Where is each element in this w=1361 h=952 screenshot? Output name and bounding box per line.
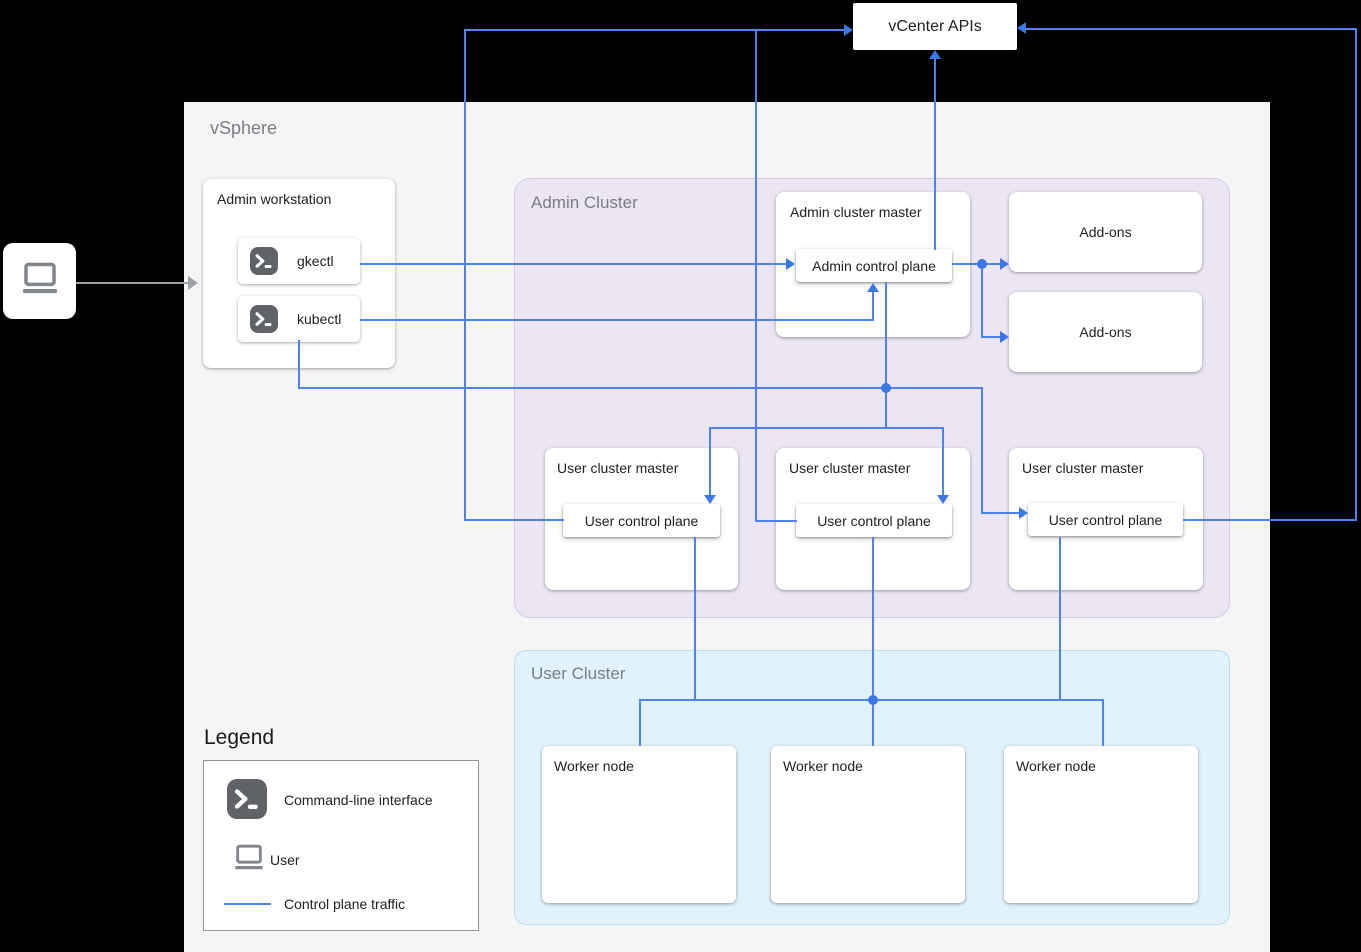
user-control-plane-label: User control plane xyxy=(1048,511,1163,528)
arrow-into-admin-control-plane xyxy=(786,258,795,270)
gkectl-label: gkectl xyxy=(297,253,334,269)
user-control-plane-label: User control plane xyxy=(584,512,699,529)
line-loop-vertical-2 xyxy=(755,29,757,521)
admin-control-plane-box: Admin control plane xyxy=(796,249,952,282)
addons-box-2: Add-ons xyxy=(1009,292,1202,372)
arrow-into-addons-2 xyxy=(1000,331,1009,343)
line-left-loop-vertical xyxy=(464,29,466,521)
line-gkectl xyxy=(360,263,788,265)
user-cluster-master-label: User cluster master xyxy=(789,460,911,476)
laptop-icon xyxy=(19,261,61,301)
addons-label: Add-ons xyxy=(1079,324,1132,340)
admin-control-plane-label: Admin control plane xyxy=(812,257,936,274)
line-down-to-ucp3 xyxy=(981,387,983,514)
arrow-user-to-workstation xyxy=(188,276,198,290)
arrow-into-ucp2 xyxy=(937,495,949,504)
vsphere-label: vSphere xyxy=(210,118,278,138)
arrow-into-ucp3 xyxy=(1019,507,1028,519)
terminal-icon xyxy=(250,247,278,275)
line-ucp2-down xyxy=(872,537,874,746)
user-cluster-label: User Cluster xyxy=(531,664,626,683)
addons-label: Add-ons xyxy=(1079,224,1132,240)
worker-node-label: Worker node xyxy=(783,758,863,774)
worker-node-box-3 xyxy=(1004,746,1198,903)
line-to-addons-2 xyxy=(981,336,1001,338)
user-control-plane-box-1: User control plane xyxy=(563,504,720,537)
line-kubectl xyxy=(360,319,874,321)
line-kubectl-up xyxy=(872,291,874,321)
kubectl-label: kubectl xyxy=(297,311,342,327)
addons-junction-dot xyxy=(977,259,987,269)
line-top-right-horizontal xyxy=(1026,28,1357,30)
legend-box: Command-line interface User Control plan… xyxy=(203,760,479,931)
admin-workstation-label: Admin workstation xyxy=(217,191,332,207)
vcenter-apis-box: vCenter APIs xyxy=(853,3,1017,50)
worker-node-box-1 xyxy=(542,746,736,903)
user-box xyxy=(3,243,76,319)
line-down-to-ucp1 xyxy=(709,427,711,495)
line-to-worker-1 xyxy=(639,699,641,746)
arrow-into-vcenter-bottom xyxy=(929,50,941,59)
legend-item-cli-label: Command-line interface xyxy=(284,792,433,808)
arrow-into-vcenter-right xyxy=(1017,22,1026,34)
junction-dot xyxy=(881,383,891,393)
line-ucp1-down xyxy=(694,537,696,701)
addons-box-1: Add-ons xyxy=(1009,192,1202,272)
line-top-left-horizontal xyxy=(464,29,845,31)
worker-node-box-2 xyxy=(771,746,965,903)
admin-cluster-master-label: Admin cluster master xyxy=(790,204,922,220)
user-control-plane-box-2: User control plane xyxy=(796,504,952,537)
admin-cluster-label: Admin Cluster xyxy=(531,193,638,212)
user-cluster-master-label: User cluster master xyxy=(557,460,679,476)
arrow-into-acp-bottom xyxy=(867,283,879,292)
kubectl-box: kubectl xyxy=(238,296,360,342)
line-bus-428 xyxy=(710,427,944,429)
laptop-icon xyxy=(232,843,266,877)
arrow-into-vcenter-left xyxy=(844,24,853,36)
control-plane-line-sample xyxy=(224,903,271,905)
arrow-into-addons-1 xyxy=(1000,258,1009,270)
worker-node-label: Worker node xyxy=(1016,758,1096,774)
line-bus-388 xyxy=(298,387,983,389)
line-acp-to-vcenter xyxy=(934,57,936,250)
legend-item-user-label: User xyxy=(270,852,300,868)
legend-title: Legend xyxy=(204,726,275,749)
terminal-icon xyxy=(250,305,278,333)
line-ucp3-exit xyxy=(1183,519,1357,521)
legend-item-traffic-label: Control plane traffic xyxy=(284,896,406,912)
line-to-worker-3 xyxy=(1102,699,1104,746)
line-acp-to-addons xyxy=(952,263,1001,265)
line-addons-vertical xyxy=(981,263,983,338)
line-user-to-workstation xyxy=(76,282,189,284)
terminal-icon xyxy=(227,779,267,819)
user-cluster-master-label: User cluster master xyxy=(1022,460,1144,476)
line-into-ucp3 xyxy=(981,512,1021,514)
line-ucp3-down xyxy=(1059,537,1061,701)
gkectl-box: gkectl xyxy=(238,238,360,284)
line-right-loop-vertical xyxy=(1355,28,1357,521)
user-control-plane-box-3: User control plane xyxy=(1028,503,1183,536)
vcenter-apis-label: vCenter APIs xyxy=(888,17,982,35)
user-control-plane-label: User control plane xyxy=(817,512,931,529)
line-into-user-control-plane-2 xyxy=(755,520,797,522)
line-down-to-ucp2 xyxy=(942,427,944,495)
line-acp-down xyxy=(885,282,887,429)
line-into-user-control-plane-1 xyxy=(464,519,564,521)
arrow-into-ucp1 xyxy=(704,495,716,504)
line-workstation-down xyxy=(298,340,300,389)
worker-node-label: Worker node xyxy=(554,758,634,774)
worker-bus-dot xyxy=(868,695,878,705)
